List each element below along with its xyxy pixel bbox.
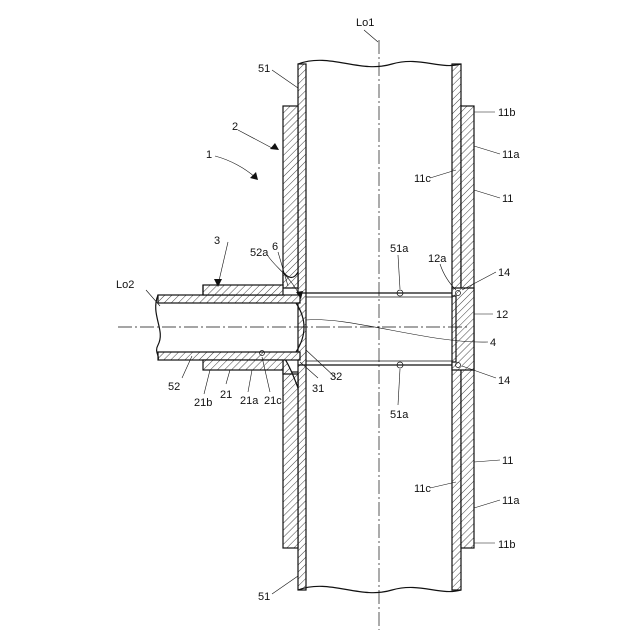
- label-14-top: 14: [498, 267, 510, 279]
- label-11b-top: 11b: [498, 107, 516, 119]
- arrow-1: [250, 172, 258, 180]
- main-pipe-break-top: [298, 60, 461, 66]
- label-21b: 21b: [194, 397, 212, 409]
- main-pipe-51: [298, 60, 461, 592]
- label-3: 3: [214, 235, 220, 247]
- label-2: 2: [232, 121, 238, 133]
- branch-pipe-52: [156, 295, 304, 360]
- label-32: 32: [330, 371, 342, 383]
- label-11b-bottom: 11b: [498, 539, 516, 551]
- label-51a-top: 51a: [390, 243, 409, 255]
- branch-lower-wall: [158, 352, 300, 360]
- label-14-bottom: 14: [498, 375, 510, 387]
- label-11-bottom: 11: [502, 455, 513, 467]
- label-1: 1: [206, 149, 212, 161]
- label-51a-bottom: 51a: [390, 409, 409, 421]
- label-lo2: Lo2: [116, 279, 134, 291]
- label-11c-top: 11c: [414, 173, 431, 185]
- branch-break-left: [156, 295, 161, 360]
- label-6: 6: [272, 241, 278, 253]
- label-51-top: 51: [258, 63, 270, 75]
- arrow-2: [270, 143, 279, 150]
- label-21: 21: [220, 389, 232, 401]
- label-12: 12: [496, 309, 508, 321]
- socket-lower: [203, 360, 283, 370]
- label-11c-bottom: 11c: [414, 483, 431, 495]
- label-lo1: Lo1: [356, 17, 374, 29]
- label-31: 31: [312, 383, 324, 395]
- leader-lines: [146, 30, 500, 594]
- label-51-bottom: 51: [258, 591, 270, 603]
- label-52a: 52a: [250, 247, 269, 259]
- branch-upper-wall: [158, 295, 300, 303]
- label-4: 4: [490, 337, 496, 349]
- socket-upper: [203, 285, 283, 295]
- label-52: 52: [168, 381, 180, 393]
- label-21c: 21c: [264, 395, 282, 407]
- label-11a-top: 11a: [502, 149, 520, 161]
- main-pipe-break-bottom: [298, 586, 461, 592]
- label-21a: 21a: [240, 395, 259, 407]
- sleeve-left-upper: [283, 106, 298, 286]
- label-11-top: 11: [502, 193, 513, 205]
- label-11a-bottom: 11a: [502, 495, 520, 507]
- sleeve-left-lower: [283, 372, 298, 548]
- label-12a: 12a: [428, 253, 447, 265]
